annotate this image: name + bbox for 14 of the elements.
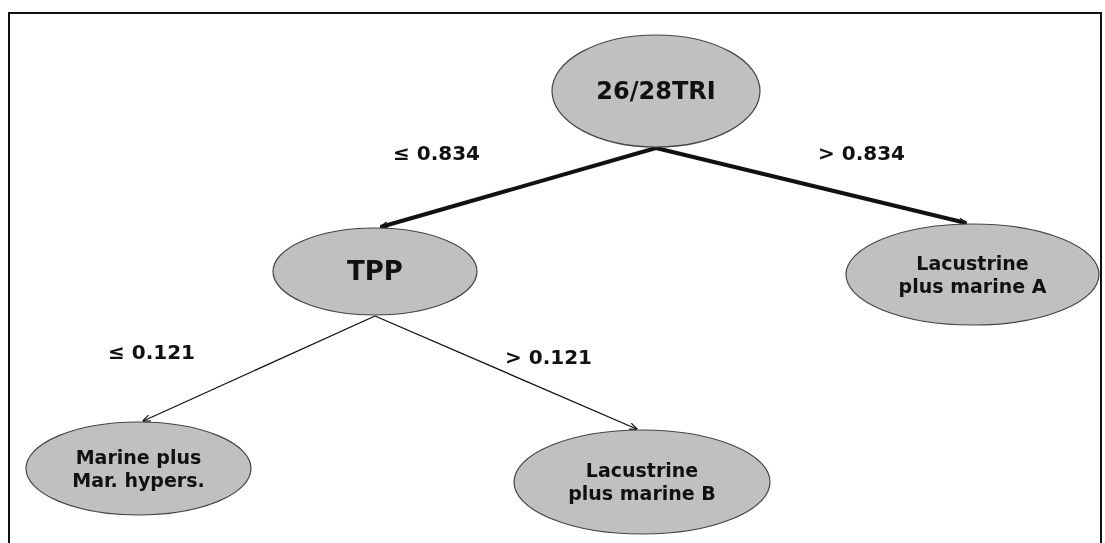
arrow bbox=[655, 146, 968, 225]
ellipse-node bbox=[272, 227, 478, 316]
ellipse-node bbox=[25, 421, 252, 516]
node-label: Marine plus Mar. hypers. bbox=[71, 445, 206, 492]
node-label: TPP bbox=[347, 255, 403, 288]
ellipse-node bbox=[513, 429, 771, 535]
arrow bbox=[141, 315, 376, 422]
ellipse-node bbox=[845, 223, 1100, 326]
arrow bbox=[379, 146, 657, 229]
node-label: Lacustrine plus marine A bbox=[897, 251, 1048, 298]
ellipse-node bbox=[551, 34, 761, 148]
arrow bbox=[374, 315, 638, 430]
node-label: Lacustrine plus marine B bbox=[567, 459, 717, 505]
node-label: 26/28TRI bbox=[596, 76, 716, 106]
